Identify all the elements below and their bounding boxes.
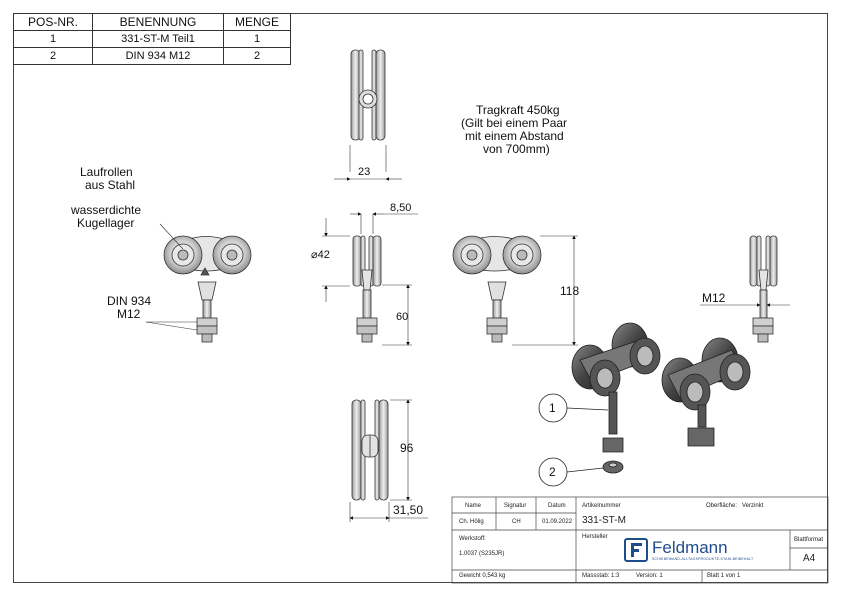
tb-signature-value: CH (512, 519, 521, 525)
load-line-4: von 700mm) (483, 142, 550, 156)
header-menge: MENGE (223, 13, 291, 31)
tb-scale: Massstab: 1:3 (582, 573, 620, 579)
tb-format-label: Blattformat (794, 537, 824, 543)
dim-thread: M12 (702, 291, 726, 305)
tb-version: Version: 1 (636, 573, 663, 579)
tb-weight: Gewicht 0,543 kg (459, 573, 506, 579)
header-benennung: BENENNUNG (92, 13, 224, 31)
top-view (334, 49, 402, 181)
bearings-line-2: Kugellager (77, 216, 134, 230)
balloon-2 (538, 457, 604, 487)
title-block-grid (451, 496, 829, 584)
parts-list-table: POS-NR. BENENNUNG MENGE 1 331-ST-M Teil1… (13, 13, 291, 65)
tb-surface-label: Oberfläche: (706, 503, 738, 509)
load-line-2: (Gilt bei einem Paar (461, 116, 567, 130)
tb-surface-value: Verzinkt (742, 503, 764, 509)
balloon-1-label: 1 (549, 401, 556, 415)
load-note: Tragkraft 450kg (Gilt bei einem Paar mit… (461, 103, 567, 156)
load-line-1: Tragkraft 450kg (476, 103, 560, 117)
tb-signature-label: Signatur (504, 503, 527, 509)
bottom-view (349, 399, 428, 522)
load-line-3: mit einem Abstand (465, 129, 564, 143)
tb-material-label: Werkstoff: (459, 536, 486, 542)
tb-logo-text: Feldmann (652, 538, 728, 557)
nut-line-1: DIN 934 (107, 294, 151, 308)
rollers-line-2: aus Stahl (85, 178, 135, 192)
balloon-1 (538, 393, 609, 423)
dim-width-bottom: 31,50 (393, 503, 423, 517)
tb-sheet: Blatt 1 von 1 (707, 573, 741, 579)
balloon-2-label: 2 (549, 465, 556, 479)
right-side-view (700, 235, 790, 343)
table-row: 1 331-ST-M Teil1 1 (13, 30, 291, 48)
tb-article-value: 331-ST-M (582, 515, 626, 526)
dim-height-total: 118 (560, 284, 579, 298)
isometric-view-assembled (571, 322, 661, 474)
dim-height-bottom: 96 (400, 441, 414, 455)
front-view-labeled (145, 223, 252, 343)
tb-date-value: 01.09.2022 (542, 519, 573, 525)
dim-stem: 60 (396, 311, 408, 323)
feldmann-logo-icon (624, 538, 648, 562)
tb-name-label: Name (465, 503, 482, 509)
tb-logo-tagline: SCHIEBEWAND-ALLTAGSPRODUKTE-STAHLBEIBEHA… (652, 557, 754, 561)
cell-name: 331-ST-M Teil1 (92, 30, 224, 48)
cell-qty: 2 (223, 47, 291, 65)
tb-material-value: 1.0037 (S235JR) (459, 551, 505, 557)
drawing-frame (13, 13, 828, 583)
parts-list-header: POS-NR. BENENNUNG MENGE (13, 13, 291, 31)
dim-width-top: 23 (358, 166, 370, 178)
tb-name-value: Ch. Hölig (459, 519, 484, 525)
bearings-line-1: wasserdichte (70, 203, 141, 217)
tb-date-label: Datum (548, 503, 566, 509)
table-row: 2 DIN 934 M12 2 (13, 47, 291, 65)
dim-offset: 8,50 (390, 202, 411, 214)
tb-manufacturer-label: Hersteller (582, 534, 608, 540)
isometric-view-second (661, 337, 751, 447)
front-view-dimensioned (452, 235, 578, 346)
tb-format-value: A4 (803, 553, 816, 564)
tb-article-label: Artikelnummer (582, 503, 621, 509)
side-view (322, 212, 418, 346)
dim-diameter: ⌀42 (311, 249, 330, 261)
nut-line-2: M12 (117, 307, 141, 321)
rollers-line-1: Laufrollen (80, 165, 133, 179)
